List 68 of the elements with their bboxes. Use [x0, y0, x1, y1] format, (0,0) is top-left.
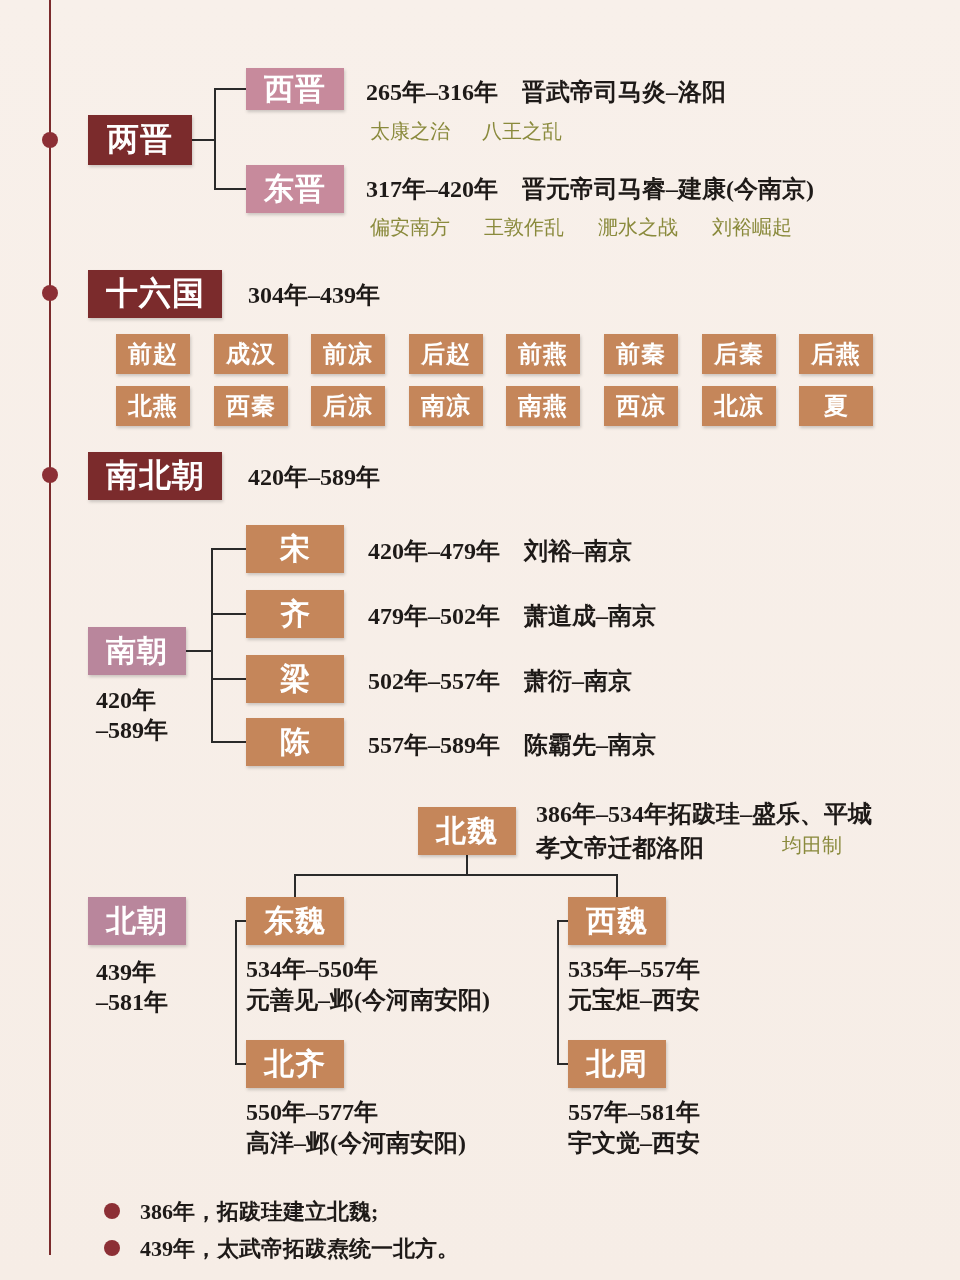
dynasty-info: –589年 — [96, 716, 168, 745]
event-note: 八王之乱 — [482, 119, 562, 144]
dynasty-info: 534年–550年 — [246, 955, 378, 984]
dynasty-info: 550年–577年 — [246, 1098, 378, 1127]
dynasty-box: 前燕 — [506, 334, 581, 374]
dynasty-box: 梁 — [246, 655, 344, 703]
connector-line — [191, 139, 247, 190]
dynasty-box: 南燕 — [506, 386, 581, 426]
dynasty-info: 439年 — [96, 958, 156, 987]
dynasty-box: 成汉 — [213, 334, 288, 374]
event-note: 偏安南方 — [370, 215, 450, 240]
dynasty-info: 元善见–邺(今河南安阳) — [246, 986, 490, 1015]
dynasty-box: 西凉 — [604, 386, 678, 426]
dynasty-info: 孝文帝迁都洛阳 — [536, 834, 704, 863]
event-note: 太康之治 — [370, 119, 450, 144]
connector-line — [235, 920, 247, 1065]
dynasty-box: 宋 — [246, 525, 344, 573]
dynasty-info: 535年–557年 — [568, 955, 700, 984]
dynasty-box: 东晋 — [246, 165, 344, 213]
dynasty-box: 西晋 — [246, 68, 344, 110]
dynasty-info: 386年–534年拓跋珪–盛乐、平城 — [536, 800, 872, 829]
dynasty-box: 北周 — [568, 1040, 666, 1088]
bullet-note: 386年，拓跋珪建立北魏; — [140, 1198, 379, 1226]
dynasty-box: 前赵 — [116, 334, 190, 374]
dynasty-info: 557年–581年 — [568, 1098, 700, 1127]
connector-line — [466, 854, 618, 898]
dynasty-box: 陈 — [246, 718, 344, 766]
dynasty-box: 前凉 — [311, 334, 386, 374]
dynasty-box: 前秦 — [604, 334, 678, 374]
connector-line — [557, 920, 569, 1065]
dynasty-info: 265年–316年 晋武帝司马炎–洛阳 — [366, 78, 726, 107]
event-note: 均田制 — [782, 833, 842, 858]
event-note: 刘裕崛起 — [712, 215, 792, 240]
dynasty-box: 北魏 — [418, 807, 516, 855]
dynasty-info: 420年 — [96, 686, 156, 715]
dynasty-info: 420年–479年 刘裕–南京 — [368, 537, 632, 566]
event-note: 淝水之战 — [598, 215, 678, 240]
bullet-note: 439年，太武帝拓跋焘统一北方。 — [140, 1235, 459, 1263]
dynasty-info: 420年–589年 — [248, 463, 380, 492]
dynasty-info: 317年–420年 晋元帝司马睿–建康(今南京) — [366, 175, 814, 204]
dynasty-box: 南朝 — [88, 627, 186, 675]
dynasty-info: 479年–502年 萧道成–南京 — [368, 602, 656, 631]
dynasty-box: 北燕 — [116, 386, 190, 426]
dynasty-box: 齐 — [246, 590, 344, 638]
dynasty-box: 十六国 — [88, 270, 222, 318]
dynasty-box: 北齐 — [246, 1040, 344, 1088]
connector-line — [185, 650, 247, 743]
dynasty-box: 西秦 — [213, 386, 288, 426]
dynasty-box: 后凉 — [311, 386, 386, 426]
event-note: 王敦作乱 — [484, 215, 564, 240]
dynasty-box: 后秦 — [701, 334, 776, 374]
dynasty-info: 304年–439年 — [248, 281, 380, 310]
dynasty-box: 南凉 — [408, 386, 483, 426]
dynasty-info: 宇文觉–西安 — [568, 1129, 700, 1158]
dynasty-info: 高洋–邺(今河南安阳) — [246, 1129, 466, 1158]
dynasty-info: –581年 — [96, 988, 168, 1017]
dynasty-info: 元宝炬–西安 — [568, 986, 700, 1015]
dynasty-box: 夏 — [799, 386, 874, 426]
dynasty-box: 后赵 — [408, 334, 483, 374]
dynasty-info: 502年–557年 萧衍–南京 — [368, 667, 632, 696]
dynasty-box: 北凉 — [701, 386, 776, 426]
dynasty-box: 两晋 — [88, 115, 192, 165]
dynasty-box: 后燕 — [799, 334, 874, 374]
dynasty-box: 南北朝 — [88, 452, 222, 500]
dynasty-info: 557年–589年 陈霸先–南京 — [368, 731, 656, 760]
dynasty-box: 北朝 — [88, 897, 186, 945]
dynasty-box: 东魏 — [246, 897, 344, 945]
dynasty-box: 西魏 — [568, 897, 666, 945]
